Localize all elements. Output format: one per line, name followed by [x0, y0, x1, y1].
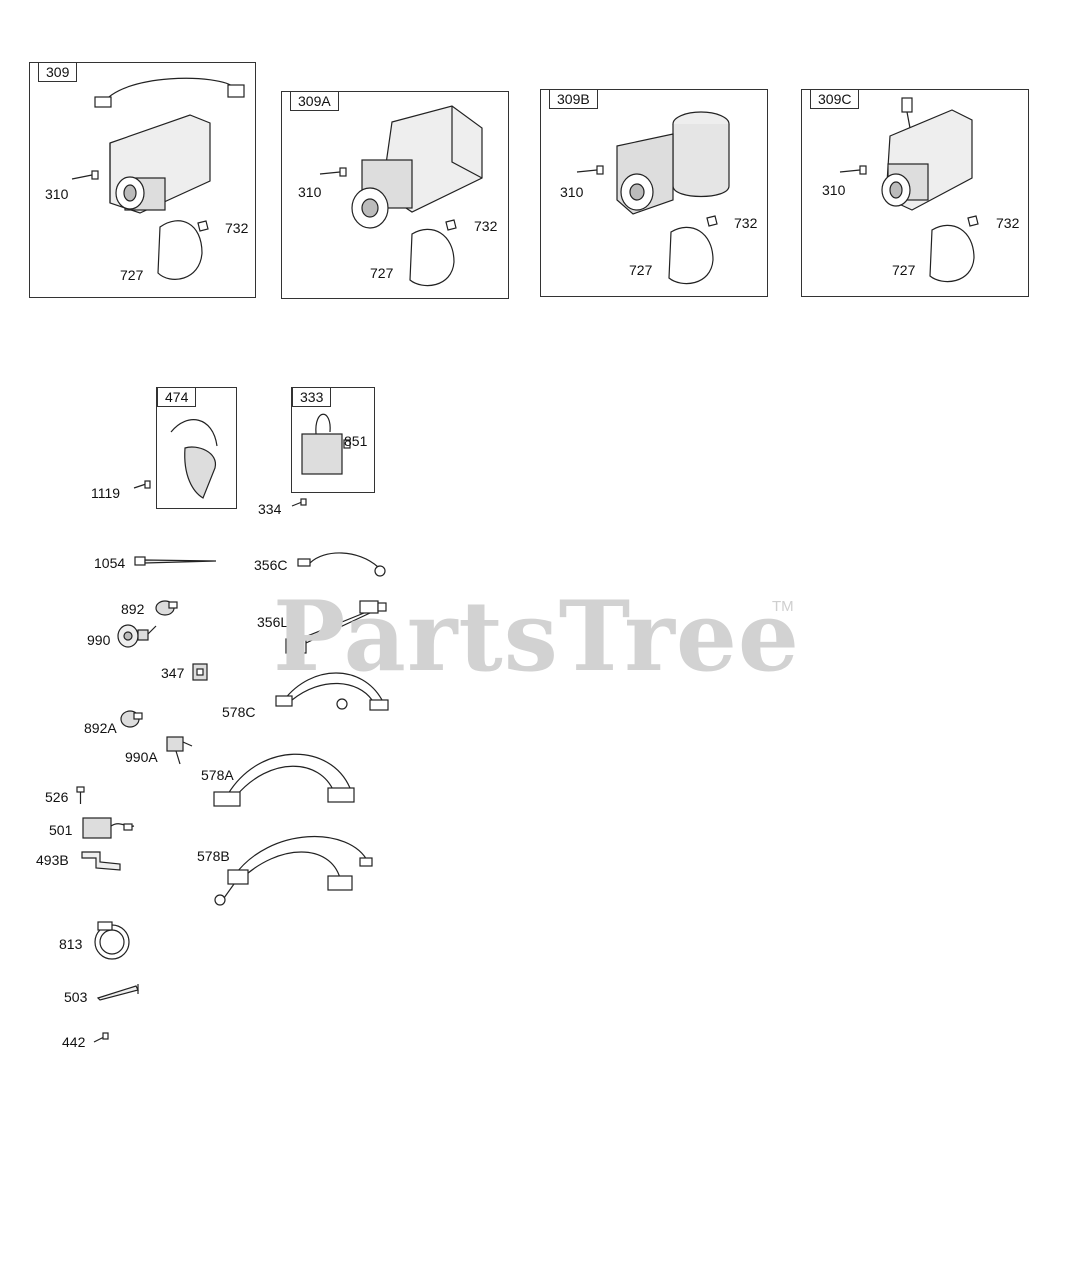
- callout-892A: 892A: [84, 720, 117, 736]
- callout-578C: 578C: [222, 704, 256, 720]
- callout-727: 727: [629, 262, 653, 278]
- callout-310: 310: [822, 182, 846, 198]
- callout-493B: 493B: [36, 852, 69, 868]
- callout-310: 310: [298, 184, 322, 200]
- wire-harness-icon: [285, 600, 387, 654]
- callout-892: 892: [121, 601, 145, 617]
- callout-1119: 1119: [91, 485, 121, 501]
- callout-732: 732: [225, 220, 249, 236]
- callout-578B: 578B: [197, 848, 230, 864]
- connector-icon: [120, 710, 143, 728]
- key-switch-icon: [166, 736, 193, 765]
- callout-356L: 356L: [257, 614, 289, 630]
- panel-tag: 309: [38, 63, 78, 82]
- wiring-harness-icon: [170, 419, 218, 499]
- callout-732: 732: [996, 215, 1020, 231]
- callout-503: 503: [64, 989, 88, 1005]
- callout-727: 727: [892, 262, 916, 278]
- callout-1054: 1054: [94, 555, 126, 571]
- callout-578A: 578A: [201, 767, 234, 783]
- callout-310: 310: [45, 186, 69, 202]
- key-switch-icon: [117, 624, 157, 648]
- callout-990A: 990A: [125, 749, 158, 765]
- rectifier-icon: [82, 817, 135, 839]
- screw-icon: [93, 1032, 109, 1043]
- ignition-armature-icon: [301, 413, 351, 475]
- callout-727: 727: [370, 265, 394, 281]
- hose-clamp-icon: [94, 921, 130, 960]
- watermark-trademark: TM: [772, 598, 794, 615]
- strap-icon: [96, 984, 139, 1001]
- wire-harness-icon: [213, 753, 355, 807]
- screw-icon: [291, 498, 307, 507]
- panel-309: 309 310 732 727: [29, 62, 256, 298]
- callout-732: 732: [474, 218, 498, 234]
- panel-tag: 309C: [810, 90, 860, 109]
- callout-442: 442: [62, 1034, 86, 1050]
- panel-309A: 309A 310 732 727: [281, 91, 509, 299]
- panel-333: 333 851: [291, 387, 375, 493]
- callout-851: 851: [344, 433, 368, 449]
- watermark-logo: PartsTree: [273, 580, 800, 693]
- clip-icon: [192, 663, 208, 681]
- starter-motor-icon: [319, 105, 483, 287]
- starter-motor-icon: [71, 77, 245, 280]
- panel-309B: 309B 310 732 727: [540, 89, 768, 297]
- screw-icon: [76, 786, 85, 804]
- callout-526: 526: [45, 789, 69, 805]
- connector-icon: [155, 600, 178, 616]
- callout-356C: 356C: [254, 557, 288, 573]
- callout-501: 501: [49, 822, 73, 838]
- callout-334: 334: [258, 501, 282, 517]
- panel-tag: 333: [292, 388, 332, 407]
- callout-347: 347: [161, 665, 185, 681]
- screw-icon: [133, 480, 151, 489]
- callout-727: 727: [120, 267, 144, 283]
- panel-tag: 474: [157, 388, 197, 407]
- callout-990: 990: [87, 632, 111, 648]
- wire-harness-icon: [275, 672, 389, 711]
- wire-lead-icon: [297, 552, 386, 577]
- cable-tie-icon: [134, 556, 217, 566]
- bracket-icon: [81, 851, 121, 871]
- panel-309C: 309C 310 732 727: [801, 89, 1029, 297]
- callout-813: 813: [59, 936, 83, 952]
- callout-732: 732: [734, 215, 758, 231]
- panel-474: 474: [156, 387, 237, 509]
- callout-310: 310: [560, 184, 584, 200]
- panel-tag: 309B: [549, 90, 598, 109]
- panel-tag: 309A: [290, 92, 339, 111]
- starter-motor-icon: [839, 97, 979, 283]
- wire-harness-icon: [214, 836, 373, 906]
- starter-motor-icon: [576, 111, 730, 285]
